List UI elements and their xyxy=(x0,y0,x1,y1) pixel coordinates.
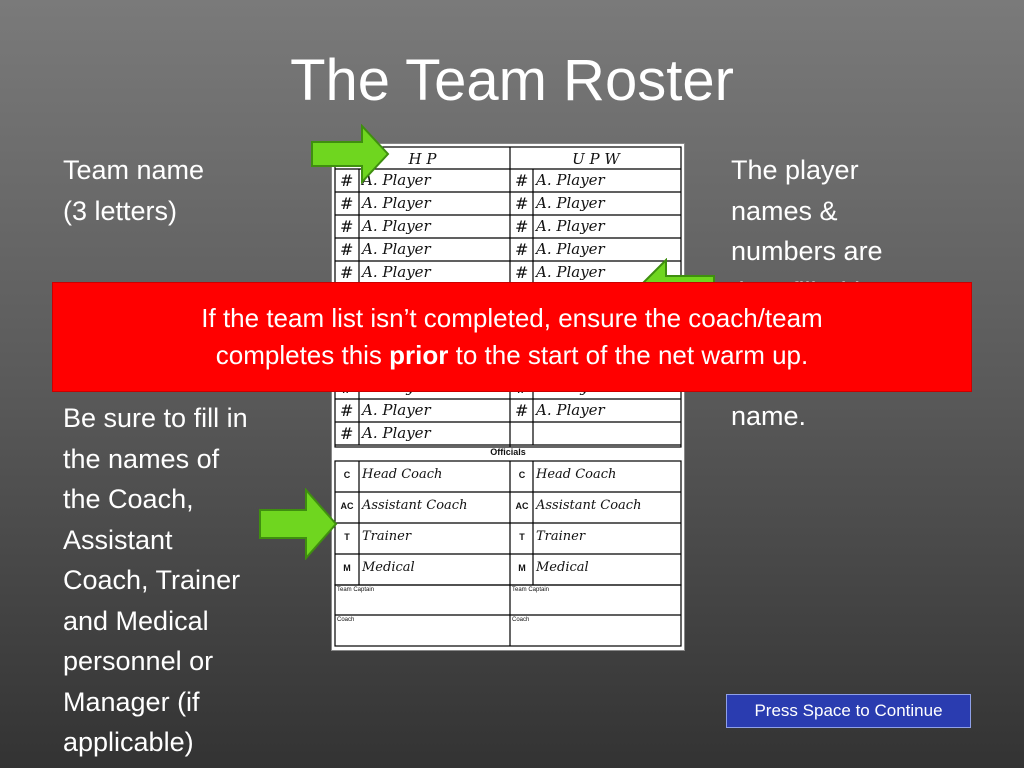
player-number: # xyxy=(515,263,529,282)
player-note-end: name. xyxy=(731,401,807,431)
officials-note: Be sure to fill in the names of the Coac… xyxy=(63,398,248,763)
officials-note-line: and Medical xyxy=(63,605,209,636)
player-name: A. Player xyxy=(536,171,605,189)
player-name: A. Player xyxy=(362,217,431,235)
warning-banner-line: completes this prior to the start of the… xyxy=(53,337,971,374)
player-note-line: The player xyxy=(731,155,859,185)
team-name-note-line: (3 letters) xyxy=(63,195,178,226)
officials-note-line: personnel or xyxy=(63,646,214,676)
player-number: # xyxy=(340,194,354,213)
officials-note-line: Be sure to fill in xyxy=(63,403,248,433)
warning-text: completes this xyxy=(215,340,390,370)
player-name: A. Player xyxy=(362,171,431,189)
official-name: Assistant Coach xyxy=(362,498,468,513)
slide-title: The Team Roster xyxy=(290,48,734,113)
coach-label-right: Coach xyxy=(512,617,530,623)
warning-emphasis: prior xyxy=(389,340,449,370)
officials-note-line: applicable) xyxy=(63,727,194,757)
officials-note-line: the names of xyxy=(63,443,220,474)
coach-label-left: Coach xyxy=(337,617,355,623)
official-code: T xyxy=(519,532,525,542)
player-number: # xyxy=(515,194,529,213)
arrow-right-icon xyxy=(311,124,390,184)
player-number: # xyxy=(340,217,354,236)
official-name: Head Coach xyxy=(362,467,443,482)
official-code: M xyxy=(343,563,351,573)
warning-text: to the start of the net warm up. xyxy=(448,340,809,370)
player-name: A. Player xyxy=(362,424,431,442)
official-code: M xyxy=(518,563,526,573)
player-name: A. Player xyxy=(362,401,431,419)
player-number: # xyxy=(515,171,529,190)
player-note-line: numbers are xyxy=(731,236,883,266)
player-number: # xyxy=(340,263,354,282)
player-number: # xyxy=(340,424,354,443)
official-code: AC xyxy=(515,501,529,511)
arrow-right-icon xyxy=(259,488,338,560)
warning-banner: If the team list isn’t completed, ensure… xyxy=(52,282,972,392)
player-number: # xyxy=(340,240,354,259)
player-name: A. Player xyxy=(536,240,605,258)
player-name: A. Player xyxy=(362,240,431,258)
team-captain-label-right: Team Captain xyxy=(512,587,550,593)
officials-note-line: Assistant xyxy=(63,524,173,555)
official-name: Medical xyxy=(536,560,589,575)
official-name: Medical xyxy=(362,560,415,575)
team-name-right: U P W xyxy=(572,150,620,168)
player-number: # xyxy=(515,401,529,420)
official-code: AC xyxy=(340,501,354,511)
player-name: A. Player xyxy=(536,401,605,419)
official-name: Trainer xyxy=(362,529,412,544)
player-number: # xyxy=(340,171,354,190)
player-name: A. Player xyxy=(362,194,431,212)
team-name-note: Team name (3 letters) xyxy=(63,150,204,231)
official-code: T xyxy=(344,532,350,542)
player-name: A. Player xyxy=(362,263,431,281)
official-name: Trainer xyxy=(536,529,586,544)
player-number: # xyxy=(515,240,529,259)
team-name-left: H P xyxy=(408,150,437,168)
player-number: # xyxy=(515,217,529,236)
team-name-note-line: Team name xyxy=(63,155,205,185)
warning-banner-line: If the team list isn’t completed, ensure… xyxy=(201,303,823,333)
player-name: A. Player xyxy=(536,217,605,235)
officials-note-line: the Coach, xyxy=(63,484,194,514)
official-name: Assistant Coach xyxy=(536,498,642,513)
player-name: A. Player xyxy=(536,194,605,212)
officials-note-line: Manager (if xyxy=(63,686,200,717)
officials-label: Officials xyxy=(490,447,526,457)
player-number: # xyxy=(340,401,354,420)
official-code: C xyxy=(343,470,351,480)
official-code: C xyxy=(518,470,526,480)
team-captain-label-left: Team Captain xyxy=(337,587,375,593)
roster-sheet: H P U P W # A. Player # A. Player # A. Player… xyxy=(331,143,685,651)
continue-button[interactable]: Press Space to Continue xyxy=(726,694,971,728)
player-name: A. Player xyxy=(536,263,605,281)
player-note-line: names & xyxy=(731,195,838,226)
officials-note-line: Coach, Trainer xyxy=(63,565,241,595)
official-name: Head Coach xyxy=(536,467,617,482)
